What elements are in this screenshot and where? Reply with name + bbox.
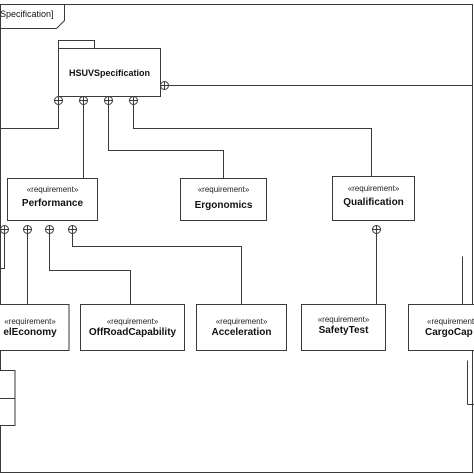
frame-title-tab	[0, 4, 65, 29]
package-name: HSUVSpecification	[68, 68, 151, 78]
containment-anchor	[104, 96, 113, 105]
requirement-name-safety-test: SafetyTest	[318, 325, 369, 336]
connector-performance-left	[0, 233, 5, 269]
stereotype-label: «requirement»	[26, 185, 79, 194]
package-box[interactable]	[58, 48, 161, 97]
containment-anchor	[79, 96, 88, 105]
stereotype-label: «requirement»	[215, 317, 268, 326]
requirement-name-qualification: Qualification	[343, 197, 404, 208]
stereotype-label: «requirement»	[4, 317, 56, 326]
requirement-box-offroad[interactable]	[80, 304, 185, 351]
requirement-name-ergonomics: Ergonomics	[194, 200, 253, 211]
containment-anchor	[45, 225, 54, 234]
requirement-box-fuel-economy[interactable]	[0, 304, 70, 351]
requirement-name-performance: Performance	[21, 198, 84, 209]
requirement-box-performance[interactable]	[7, 178, 98, 221]
diagram-frame	[0, 4, 473, 473]
stereotype-label: «requirement»	[347, 184, 400, 193]
connector-offroad	[49, 233, 131, 305]
requirement-box-safety-test[interactable]	[301, 304, 386, 351]
containment-anchor	[0, 225, 9, 234]
connector-ergonomics	[108, 104, 224, 179]
containment-anchor	[129, 96, 138, 105]
package-tab	[58, 40, 95, 49]
stereotype-label: «requirement»	[106, 317, 159, 326]
requirement-name-fuel-economy: elEconomy	[3, 327, 57, 338]
containment-anchor	[23, 225, 32, 234]
connector-package-left	[0, 100, 59, 129]
frame-title: Specification]	[0, 9, 54, 19]
containment-anchor	[68, 225, 77, 234]
requirement-name-cargo: CargoCap	[425, 327, 473, 338]
requirement-box-qualification[interactable]	[332, 176, 415, 221]
stereotype-label: «requirement»	[197, 185, 250, 194]
containment-anchor	[54, 96, 63, 105]
requirement-name-acceleration: Acceleration	[211, 327, 272, 338]
connector-acceleration	[72, 233, 242, 305]
requirement-name-offroad: OffRoadCapability	[88, 327, 177, 338]
stereotype-label: «requirement»	[427, 317, 474, 326]
connector-qualification	[133, 104, 372, 177]
requirement-box-acceleration[interactable]	[196, 304, 287, 351]
requirement-box-ergonomics[interactable]	[180, 178, 267, 221]
stereotype-label: «requirement»	[317, 315, 370, 324]
requirement-box-cargo[interactable]	[408, 304, 474, 351]
containment-anchor	[372, 225, 381, 234]
